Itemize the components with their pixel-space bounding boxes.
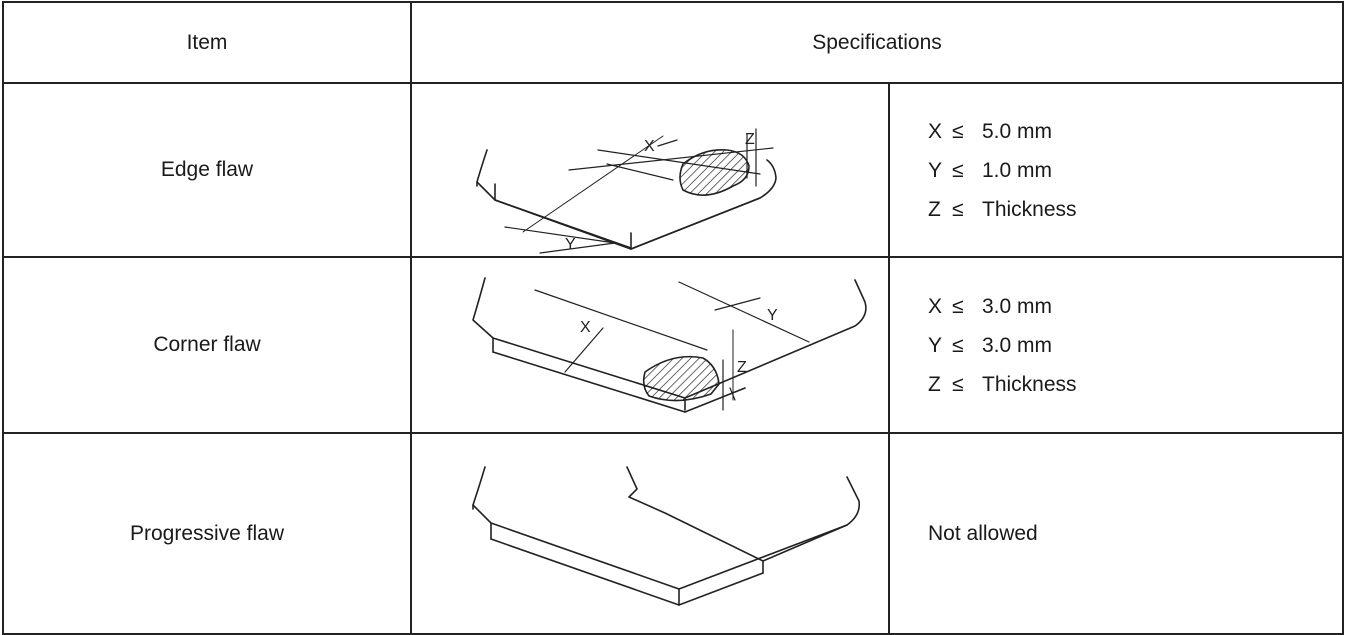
header-row: Item Specifications — [2, 1, 1345, 84]
edge-flaw-figure: X Y Z — [476, 128, 777, 254]
item-header: Item — [2, 1, 412, 84]
corner-flaw-diagram: X Y Z — [410, 256, 890, 434]
edge-flaw-label-z: Z — [745, 131, 755, 148]
corner-flaw-figure: X Y Z — [472, 277, 867, 413]
limit-row: Y≤1.0 mm — [928, 158, 1053, 182]
item-label: Edge flaw — [2, 82, 412, 258]
corner-flaw-limits: X≤3.0 mm Y≤3.0 mm Z≤Thickness — [887, 256, 1345, 434]
limit-row: X≤3.0 mm — [928, 294, 1053, 318]
limit-row: Z≤Thickness — [928, 372, 1077, 396]
table-row: Progressive flaw Not allowed — [2, 432, 1345, 635]
corner-flaw-label-y: Y — [767, 307, 778, 324]
limit-row: Z≤Thickness — [928, 197, 1077, 221]
edge-flaw-limits: X≤5.0 mm Y≤1.0 mm Z≤Thickness — [887, 82, 1345, 258]
limit-row: X≤5.0 mm — [928, 119, 1053, 143]
progressive-flaw-diagram — [410, 432, 890, 635]
progressive-flaw-figure — [472, 465, 861, 606]
edge-flaw-diagram: X Y Z — [410, 82, 890, 258]
edge-flaw-label-y: Y — [565, 236, 576, 253]
progressive-flaw-spec: Not allowed — [887, 432, 1345, 635]
edge-flaw-label-x: X — [644, 138, 655, 155]
item-label: Progressive flaw — [2, 432, 412, 635]
limit-row: Y≤3.0 mm — [928, 333, 1053, 357]
corner-flaw-label-x: X — [580, 319, 591, 336]
table-row: Edge flaw — [2, 82, 1345, 258]
table-row: Corner flaw — [2, 256, 1345, 434]
specifications-header: Specifications — [409, 1, 1345, 84]
corner-flaw-label-z: Z — [737, 359, 747, 376]
item-label: Corner flaw — [2, 256, 412, 434]
